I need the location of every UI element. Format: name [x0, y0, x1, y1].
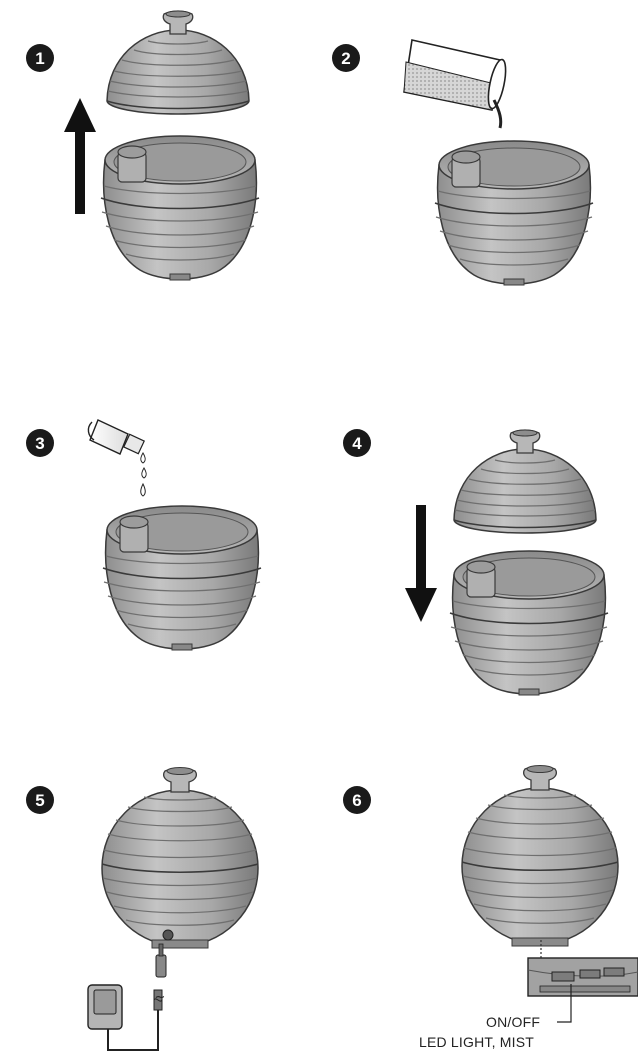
svg-text:4: 4: [352, 434, 362, 453]
step-3: 3: [26, 419, 262, 651]
step-5: 5 ~: [26, 766, 259, 1051]
step-4-badge: 4: [343, 429, 371, 457]
led-light-mist-label: LED LIGHT, MIST: [419, 1034, 535, 1050]
on-off-label: ON/OFF: [486, 1014, 541, 1030]
step-3-badge: 3: [26, 429, 54, 457]
diffuser-base: [102, 505, 262, 651]
step-1: 1: [26, 10, 260, 281]
svg-text:1: 1: [35, 49, 44, 68]
button-closeup: [527, 957, 638, 997]
step-6-badge: 6: [343, 786, 371, 814]
step-2-badge: 2: [332, 44, 360, 72]
diffuser-sphere: [461, 764, 619, 947]
callout-line: [557, 984, 572, 1023]
svg-text:~: ~: [155, 990, 166, 1005]
arrow-down-icon: [405, 505, 437, 622]
arrow-up-icon: [64, 98, 96, 214]
step-2: 2: [332, 39, 594, 286]
oil-bottle-icon: [87, 419, 147, 497]
step-6: 6: [343, 764, 638, 1023]
measuring-cup-icon: [403, 39, 507, 129]
step-4: 4: [343, 429, 609, 696]
diffuser-base: [449, 550, 609, 696]
diffuser-lid: [453, 429, 597, 534]
power-adapter-icon: ~: [87, 943, 167, 1051]
diffuser-base: [100, 135, 260, 281]
step-5-badge: 5: [26, 786, 54, 814]
svg-text:3: 3: [35, 434, 44, 453]
diffuser-lid: [106, 10, 250, 115]
svg-text:2: 2: [341, 49, 350, 68]
diffuser-sphere: [101, 766, 259, 949]
svg-text:6: 6: [352, 791, 361, 810]
svg-text:5: 5: [35, 791, 44, 810]
power-port-icon: [162, 929, 174, 941]
step-1-badge: 1: [26, 44, 54, 72]
diffuser-base: [434, 140, 594, 286]
